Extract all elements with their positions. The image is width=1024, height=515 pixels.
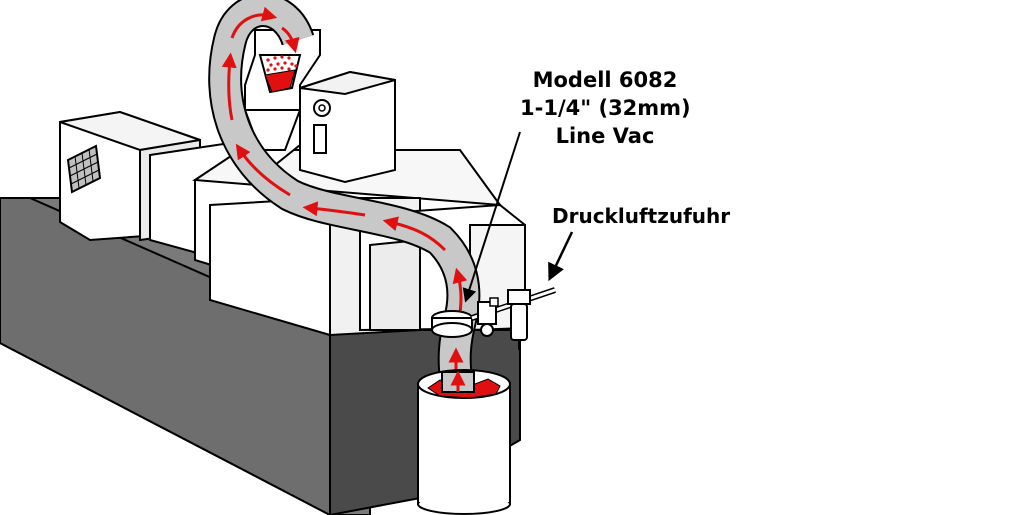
model-name: Modell 6082 — [532, 68, 678, 92]
material-spray — [266, 55, 298, 72]
model-size: 1-1/4" (32mm) — [520, 96, 691, 120]
red-arrow-icon — [382, 216, 447, 252]
air-filter — [507, 289, 531, 350]
red-arrow-icon — [230, 6, 278, 39]
control-box — [299, 70, 396, 184]
slot-icon — [313, 124, 327, 154]
black-arrow-icon — [548, 231, 574, 282]
air-supply-label: Druckluftzufuhr — [552, 204, 731, 228]
material-bin — [417, 369, 511, 515]
red-arrow-icon — [302, 201, 366, 217]
pressure-regulator — [477, 301, 497, 337]
red-arrow-icon — [221, 52, 237, 121]
model-label: Modell 6082 1-1/4" (32mm) Line Vac — [520, 66, 691, 150]
red-arrow-icon — [281, 26, 300, 54]
pointer-arrows — [462, 131, 574, 303]
black-arrow-icon — [462, 131, 521, 303]
red-arrow-icon — [235, 143, 291, 197]
control-panel-grid-icon — [66, 144, 102, 194]
line-vac-unit — [431, 310, 473, 338]
model-type: Line Vac — [555, 124, 655, 148]
air-supply-fittings — [471, 287, 556, 350]
